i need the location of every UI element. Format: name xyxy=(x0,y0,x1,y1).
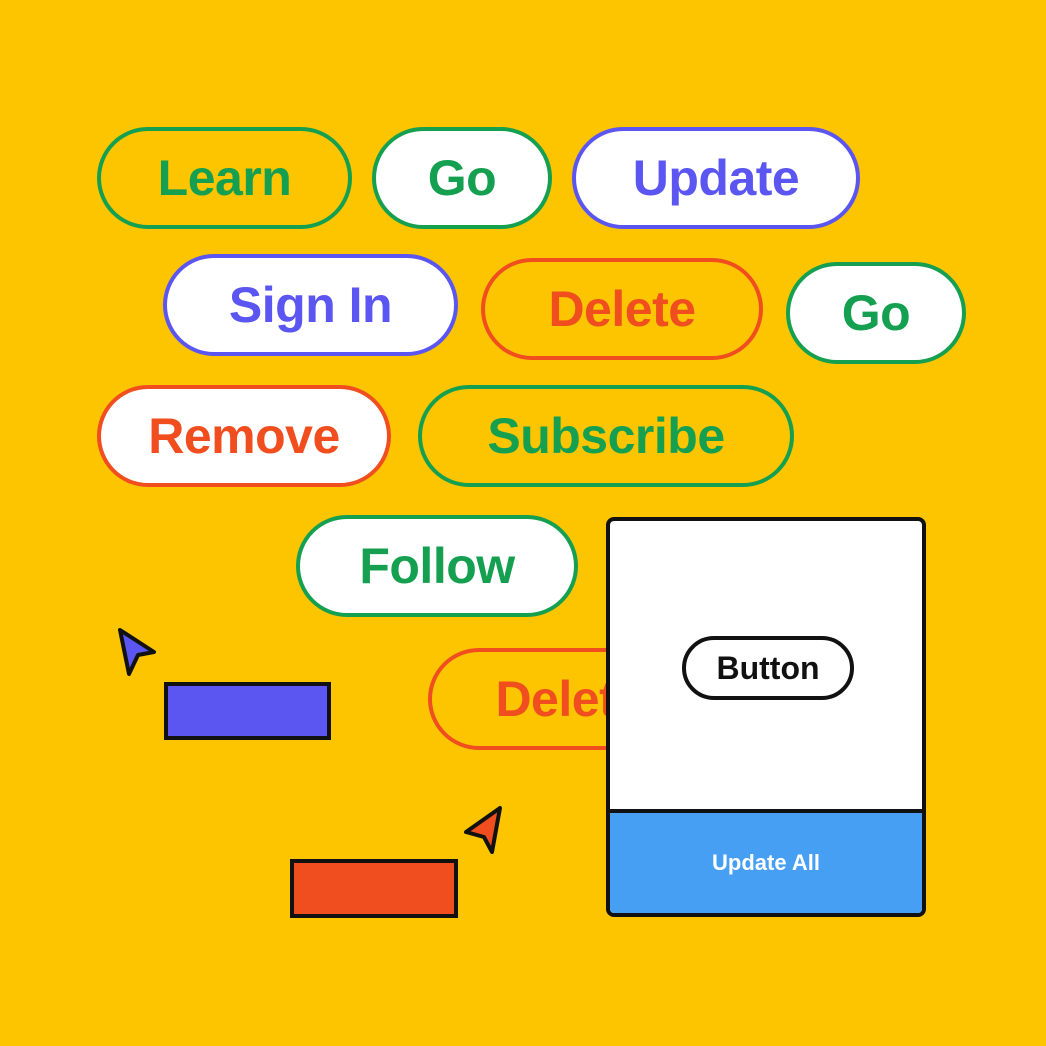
remove-button[interactable]: Remove xyxy=(97,385,391,487)
update-button[interactable]: Update xyxy=(572,127,860,229)
follow-button[interactable]: Follow xyxy=(296,515,578,617)
update-all-button[interactable]: Update All xyxy=(610,813,922,913)
cursor-arrow-icon xyxy=(118,628,156,676)
card-preview-area: Button xyxy=(610,521,922,809)
card-button[interactable]: Button xyxy=(682,636,854,700)
card-divider xyxy=(610,809,922,813)
subscribe-button[interactable]: Subscribe xyxy=(418,385,794,487)
orange-block xyxy=(290,859,458,918)
cursor-arrow-icon xyxy=(464,806,502,854)
delete-button[interactable]: Delete xyxy=(481,258,763,360)
sign-in-button[interactable]: Sign In xyxy=(163,254,458,356)
blue-block xyxy=(164,682,331,740)
go-button-secondary[interactable]: Go xyxy=(786,262,966,364)
preview-card: Button Update All xyxy=(606,517,926,917)
go-button[interactable]: Go xyxy=(372,127,552,229)
learn-button[interactable]: Learn xyxy=(97,127,352,229)
